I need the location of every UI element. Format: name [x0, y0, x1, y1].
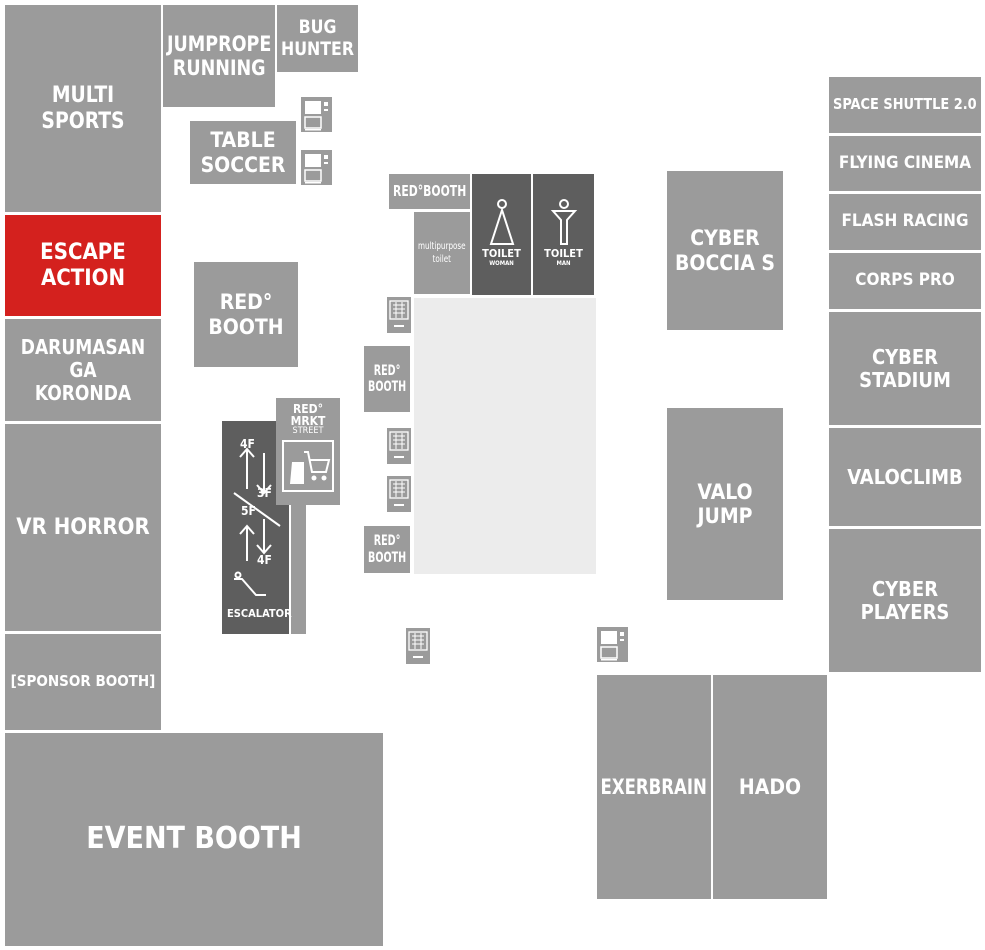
booth-space-shuttle[interactable]: SPACE SHUTTLE 2.0	[829, 77, 981, 133]
booth-red-booth-low[interactable]: RED° BOOTH	[364, 526, 410, 573]
booth-label: TABLE SOCCER	[200, 128, 286, 177]
booth-label: RED° BOOTH	[367, 362, 407, 395]
toilet-label: TOILET	[482, 247, 521, 260]
booth-label: DARUMASAN GA KORONDA	[20, 334, 146, 405]
booth-label: EXERBRAIN	[600, 774, 708, 799]
booth-flash-racing[interactable]: FLASH RACING	[829, 194, 981, 250]
booth-valo-jump[interactable]: VALO JUMP	[667, 408, 783, 600]
booth-multi-sports[interactable]: MULTI SPORTS	[5, 5, 161, 212]
escalator-rail	[291, 500, 306, 634]
booth-label: VALOCLIMB	[847, 464, 963, 489]
floor-label-4f: 4F	[240, 437, 255, 451]
market-street-sign[interactable]: RED° MRKT STREET	[276, 398, 340, 505]
booth-bug-hunter[interactable]: BUG HUNTER	[277, 5, 358, 72]
floor-label-5f: 5F	[241, 504, 256, 518]
multipurpose-toilet[interactable]: multipurpose toilet	[414, 212, 470, 294]
vending-machine-icon	[387, 297, 411, 333]
toilet-sub-label: MAN	[556, 259, 571, 267]
booth-label: RED° BOOTH	[208, 290, 284, 339]
floor-label-3f: 3F	[257, 486, 272, 500]
booth-label: FLASH RACING	[841, 211, 969, 232]
booth-valoclimb[interactable]: VALOCLIMB	[829, 428, 981, 526]
booth-label: SPACE SHUTTLE 2.0	[833, 95, 977, 114]
booth-label: HADO	[738, 774, 802, 799]
booth-event[interactable]: EVENT BOOTH	[5, 733, 383, 946]
booth-label: CORPS PRO	[855, 270, 955, 291]
booth-exerbrain[interactable]: EXERBRAIN	[597, 675, 711, 899]
booth-label: CYBER PLAYERS	[860, 576, 950, 624]
booth-label: RED° BOOTH	[367, 533, 407, 566]
vending-machine-icon	[387, 428, 411, 464]
woman-icon	[489, 199, 514, 245]
booth-label: CYBER BOCCIA S	[674, 226, 775, 275]
booth-cyber-stadium[interactable]: CYBER STADIUM	[829, 312, 981, 425]
booth-jumprope-running[interactable]: JUMPROPE RUNNING	[163, 5, 275, 107]
man-icon	[550, 199, 577, 245]
booth-label: RED°BOOTH	[392, 181, 467, 200]
toilet-man[interactable]: TOILET MAN	[533, 174, 594, 295]
toilet-sub-label: WOMAN	[489, 259, 514, 267]
vending-machine-icon	[387, 476, 411, 512]
vending-machine-icon	[301, 150, 332, 185]
escalator-label: ESCALATOR	[227, 607, 292, 620]
booth-label: FLYING CINEMA	[838, 152, 972, 173]
booth-label: VALO JUMP	[697, 479, 753, 528]
booth-cyber-boccia[interactable]: CYBER BOCCIA S	[667, 171, 783, 330]
booth-escape-action[interactable]: ESCAPE ACTION	[5, 215, 161, 316]
toilet-woman[interactable]: TOILET WOMAN	[472, 174, 531, 295]
booth-cyber-players[interactable]: CYBER PLAYERS	[829, 529, 981, 672]
vending-machine-icon	[597, 627, 628, 662]
booth-table-soccer[interactable]: TABLE SOCCER	[190, 121, 296, 184]
booth-red-booth-top[interactable]: RED°BOOTH	[389, 174, 470, 209]
market-line-2: MRKT	[290, 414, 326, 428]
booth-label: VR HORROR	[16, 514, 150, 540]
booth-corps-pro[interactable]: CORPS PRO	[829, 253, 981, 309]
vending-machine-icon	[406, 628, 430, 664]
booth-label: JUMPROPE RUNNING	[166, 31, 272, 80]
shopping-cart-icon	[282, 439, 334, 492]
booth-red-booth-large[interactable]: RED° BOOTH	[194, 262, 298, 367]
floor-label-4f-lower: 4F	[257, 553, 272, 567]
booth-label: EVENT BOOTH	[86, 821, 302, 857]
vending-machine-icon	[301, 97, 332, 132]
market-line-1: RED°	[292, 402, 324, 416]
open-area	[414, 298, 596, 574]
booth-label: MULTI SPORTS	[41, 83, 125, 134]
booth-label: BUG HUNTER	[281, 15, 354, 60]
toilet-label: multipurpose toilet	[418, 241, 466, 265]
booth-label: CYBER STADIUM	[859, 344, 951, 392]
booth-vr-horror[interactable]: VR HORROR	[5, 424, 161, 631]
market-line-3: STREET	[292, 426, 324, 436]
booth-label: ESCAPE ACTION	[40, 240, 126, 291]
booth-red-booth-mid[interactable]: RED° BOOTH	[364, 346, 410, 412]
booth-hado[interactable]: HADO	[713, 675, 827, 899]
booth-darumasan-ga-koronda[interactable]: DARUMASAN GA KORONDA	[5, 319, 161, 421]
toilet-label: TOILET	[544, 247, 583, 260]
booth-sponsor[interactable]: [SPONSOR BOOTH]	[5, 634, 161, 730]
booth-flying-cinema[interactable]: FLYING CINEMA	[829, 136, 981, 191]
booth-label: [SPONSOR BOOTH]	[10, 672, 156, 691]
escalator-arrows-icon	[233, 447, 281, 596]
